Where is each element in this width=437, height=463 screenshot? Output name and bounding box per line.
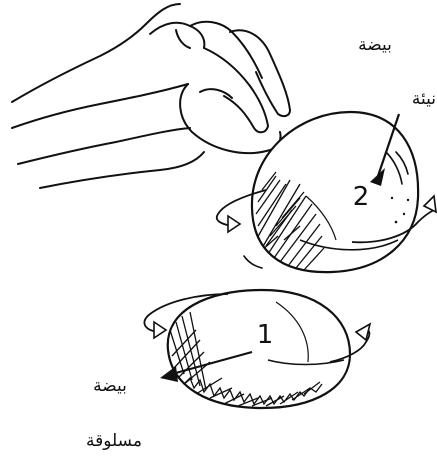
raw-egg-label-line2: نيئة bbox=[412, 89, 436, 109]
boiled-egg-label-line2: مسلوقة bbox=[86, 431, 142, 451]
egg-two bbox=[252, 112, 418, 272]
egg-two-number: 2 bbox=[353, 182, 370, 212]
boiled-egg-pointer-arrowhead bbox=[160, 366, 178, 382]
egg-two-arrowhead-right bbox=[424, 196, 436, 212]
hand-illustration bbox=[12, 4, 290, 188]
egg-one-number: 1 bbox=[257, 320, 274, 350]
boiled-egg-label-line1: بيضة bbox=[93, 376, 127, 396]
egg-two-arrowhead-left bbox=[228, 216, 240, 232]
raw-egg-label-line1: بيضة bbox=[358, 35, 392, 55]
egg-one-arrowhead-left bbox=[154, 322, 166, 338]
